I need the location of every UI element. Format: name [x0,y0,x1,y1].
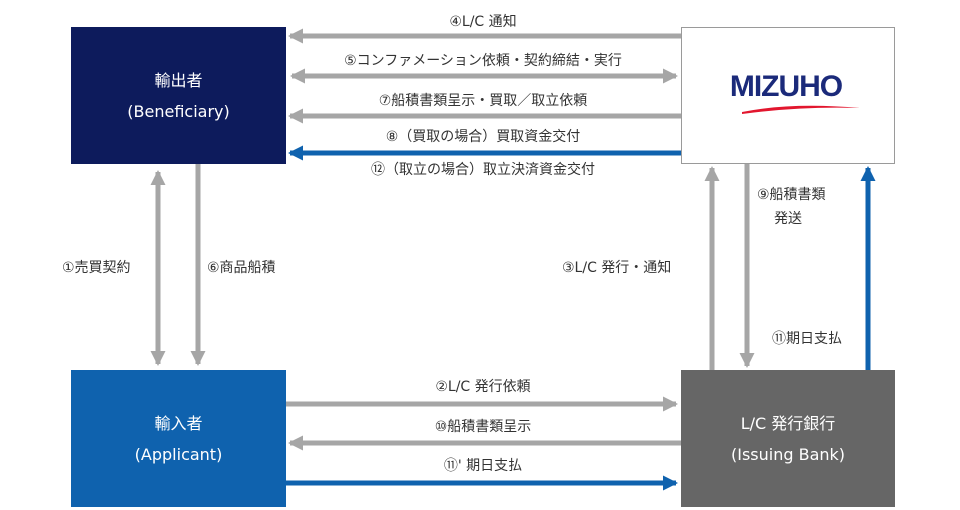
label-step-9-line1: ⑨船積書類 [757,187,826,203]
mizuho-swoosh [742,105,860,114]
label-step-9-line2: 発送 [774,211,802,227]
issuing-bank-box: L/C 発行銀行 (Issuing Bank) [681,370,895,507]
label-step-7: ⑦船積書類呈示・買取／取立依頼 [378,93,588,109]
issuing-bank-subtitle: (Issuing Bank) [730,444,846,464]
label-step-1: ①売買契約 [62,260,131,276]
label-step-10: ⑩船積書類呈示 [434,419,532,435]
label-step-5: ⑤コンファメーション依頼・契約締結・実行 [344,53,622,69]
label-step-6: ⑥商品船積 [207,260,276,276]
importer-subtitle: (Applicant) [134,444,223,464]
exporter-title: 輸出者 [154,70,203,90]
importer-box: 輸入者 (Applicant) [71,370,286,507]
mizuho-bank-box: MIZUHO [681,27,895,164]
mizuho-logo: MIZUHO [730,70,860,114]
label-step-11b: ⑪' 期日支払 [443,458,523,474]
label-step-3: ③L/C 発行・通知 [562,260,672,276]
exporter-box: 輸出者 (Beneficiary) [71,27,286,164]
label-step-4: ④L/C 通知 [449,14,517,30]
label-step-8: ⑧（買取の場合）買取資金交付 [385,129,581,145]
issuing-bank-title: L/C 発行銀行 [740,413,836,433]
mizuho-logo-text: MIZUHO [730,70,843,103]
exporter-subtitle: (Beneficiary) [127,101,230,121]
label-step-12: ⑫（取立の場合）取立決済資金交付 [371,162,595,178]
label-step-2: ②L/C 発行依頼 [435,379,531,395]
importer-title: 輸入者 [154,413,203,433]
label-step-11: ⑪期日支払 [772,331,842,347]
